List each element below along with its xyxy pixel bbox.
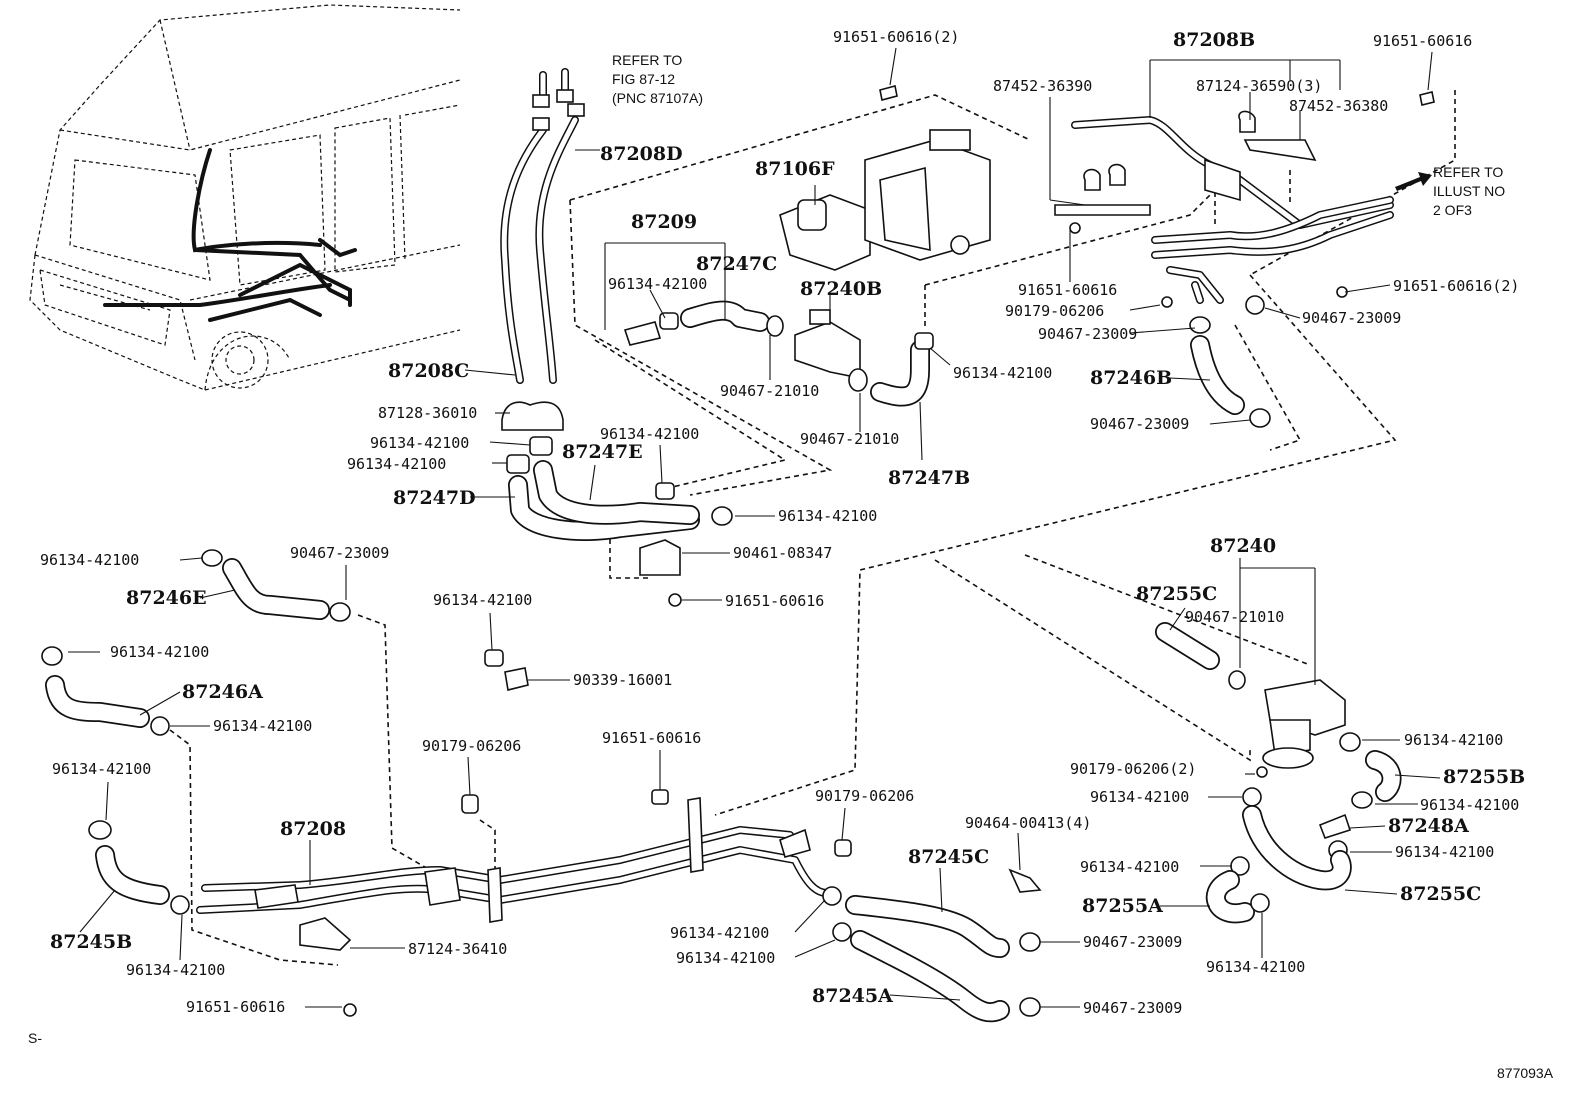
valve-87106f	[779, 85, 991, 271]
callout-label: 96134-42100	[1404, 731, 1503, 749]
tubes-87208	[196, 789, 852, 1017]
callout-label: 96134-42100	[1420, 796, 1519, 814]
callout-label: 87128-36010	[378, 404, 477, 422]
valve-87240b-group	[623, 300, 934, 407]
callout-label: 90467-23009	[1038, 325, 1137, 343]
callout-label: 96134-42100	[670, 924, 769, 942]
callout-label: 96134-42100	[608, 275, 707, 293]
callout-label: 90467-23009	[1302, 309, 1401, 327]
callout-label: 87255B	[1443, 766, 1525, 788]
illust-note-line-3: 2 OF3	[1433, 202, 1472, 218]
callout-label: 90467-21010	[1185, 608, 1284, 626]
hoses-87247de	[508, 460, 733, 607]
callout-label: 87209	[631, 211, 697, 233]
callout-label: 87124-36410	[408, 940, 507, 958]
callout-label: 87246B	[1090, 367, 1172, 389]
callout-label: 96134-42100	[213, 717, 312, 735]
callout-label: 87245B	[50, 931, 132, 953]
callout-label: 87255C	[1136, 583, 1217, 605]
callout-label: 96134-42100	[52, 760, 151, 778]
tubes-87208b	[1054, 91, 1435, 428]
callout-label: 87247E	[562, 441, 643, 463]
callout-label: 87208C	[388, 360, 469, 382]
figure-code: 877093A	[1497, 1065, 1554, 1081]
part-callouts: 91651-60616(2) 87208B 91651-60616 87452-…	[40, 28, 1525, 1017]
refer-note-line-3: (PNC 87107A)	[612, 90, 703, 106]
refer-note-line-1: REFER TO	[612, 52, 682, 68]
callout-label: 96134-42100	[347, 455, 446, 473]
callout-label: 90467-23009	[1083, 933, 1182, 951]
callout-label: 90464-00413(4)	[965, 814, 1091, 832]
bottom-hoses	[822, 868, 1042, 1023]
callout-label: 87452-36380	[1289, 97, 1388, 115]
callout-label: 87246E	[126, 587, 207, 609]
callout-label: 87240B	[800, 278, 882, 300]
refer-illust-note: REFER TO ILLUST NO 2 OF3	[1433, 164, 1505, 218]
callout-label: 87106F	[755, 158, 835, 180]
callout-label: 91651-60616	[725, 592, 824, 610]
callout-label: 87247B	[888, 467, 970, 489]
callout-label: 87247C	[696, 253, 777, 275]
refer-note-line-2: FIG 87-12	[612, 71, 675, 87]
callout-label: 87245C	[908, 846, 989, 868]
callout-label: 90467-23009	[1090, 415, 1189, 433]
tubes-87208d	[500, 68, 585, 474]
callout-label: 90461-08347	[733, 544, 832, 562]
illust-note-line-1: REFER TO	[1433, 164, 1503, 180]
callout-label: 87255C	[1400, 883, 1481, 905]
callout-label: 96134-42100	[953, 364, 1052, 382]
callout-label: 96134-42100	[433, 591, 532, 609]
callout-label: 91651-60616	[186, 998, 285, 1016]
callout-label: 96134-42100	[1206, 958, 1305, 976]
callout-label: 90179-06206(2)	[1070, 760, 1196, 778]
callout-label: 96134-42100	[778, 507, 877, 525]
callout-label: 87124-36590(3)	[1196, 77, 1322, 95]
callout-label: 96134-42100	[370, 434, 469, 452]
callout-label: 96134-42100	[40, 551, 139, 569]
callout-label: 96134-42100	[126, 961, 225, 979]
refer-fig-note: REFER TO FIG 87-12 (PNC 87107A)	[612, 52, 703, 106]
callout-label: 87246A	[182, 681, 263, 703]
callout-label: 96134-42100	[1080, 858, 1179, 876]
callout-label: 87240	[1210, 535, 1276, 557]
callout-label: 90467-21010	[720, 382, 819, 400]
corner-mark: S-	[28, 1030, 42, 1046]
illust-note-line-2: ILLUST NO	[1433, 183, 1505, 199]
callout-label: 91651-60616	[602, 729, 701, 747]
valve-87240	[1155, 622, 1402, 924]
callout-label: 87208	[280, 818, 346, 840]
callout-label: 90467-23009	[1083, 999, 1182, 1017]
callout-label: 96134-42100	[110, 643, 209, 661]
callout-label: 91651-60616	[1018, 281, 1117, 299]
callout-label: 96134-42100	[1395, 843, 1494, 861]
callout-label: 87452-36390	[993, 77, 1092, 95]
callout-label: 87245A	[812, 985, 893, 1007]
callout-label: 87247D	[393, 487, 476, 509]
callout-label: 91651-60616	[1373, 32, 1472, 50]
callout-label: 87255A	[1082, 895, 1163, 917]
callout-label: 91651-60616(2)	[833, 28, 959, 46]
callout-label: 90179-06206	[422, 737, 521, 755]
van-illustration	[29, 4, 461, 391]
callout-label: 87248A	[1388, 815, 1469, 837]
callout-label: 90179-06206	[1005, 302, 1104, 320]
callout-label: 96134-42100	[1090, 788, 1189, 806]
callout-label: 90179-06206	[815, 787, 914, 805]
left-hoses	[41, 549, 529, 915]
callout-label: 90339-16001	[573, 671, 672, 689]
callout-label: 96134-42100	[676, 949, 775, 967]
leader-lines	[68, 47, 1441, 1008]
callout-label: 91651-60616(2)	[1393, 277, 1519, 295]
callout-label: 90467-23009	[290, 544, 389, 562]
callout-label: 96134-42100	[600, 425, 699, 443]
callout-label: 90467-21010	[800, 430, 899, 448]
callout-label: 87208B	[1173, 29, 1255, 51]
callout-label: 87208D	[600, 143, 683, 165]
